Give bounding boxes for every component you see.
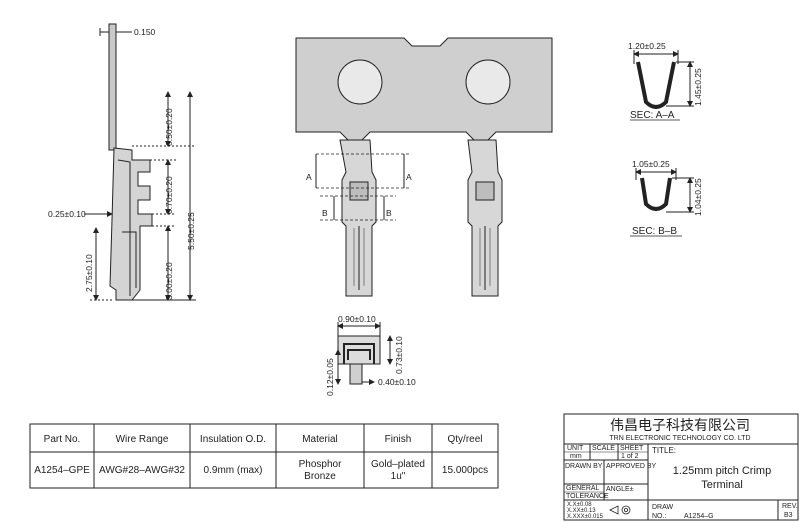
header-finish: Finish (385, 434, 412, 445)
cell-part-no: A1254–GPE (34, 465, 90, 476)
end-view (335, 322, 393, 385)
spec-table-row: A1254–GPE AWG#28–AWG#32 0.9mm (max) Phos… (34, 459, 488, 482)
dim-d4: 3.00±0.20 (164, 262, 174, 300)
title-label: TITLE: (652, 446, 676, 455)
general-label: GENERAL (566, 485, 600, 492)
dim-end-bottom-width: 0.40±0.10 (378, 377, 416, 387)
section-marker-b-left: B (322, 208, 328, 218)
section-a-label: SEC: A–A (630, 110, 675, 121)
section-a-view (630, 50, 694, 121)
cell-material-line1: Phosphor (299, 459, 342, 470)
cell-finish-line1: Gold–plated (371, 459, 425, 470)
section-marker-a-left: A (306, 172, 312, 182)
tol-1: X.X±0.08 (567, 502, 592, 508)
approved-by-label: APPROVED BY (606, 463, 657, 470)
section-marker-a-right: A (406, 172, 412, 182)
header-insulation-od: Insulation O.D. (200, 434, 266, 445)
dim-sec-b-height: 1.04±0.25 (693, 178, 703, 216)
tolerance-label: TOLERANCE (566, 493, 609, 500)
tol-3: X.XXX±0.015 (567, 514, 604, 520)
title-line-2: Terminal (701, 479, 743, 491)
section-marker-b-right: B (386, 208, 392, 218)
section-b-view (630, 168, 694, 237)
dim-sec-b-width: 1.05±0.25 (632, 159, 670, 169)
dim-d3: 5.50±0.25 (186, 212, 196, 250)
dim-sec-a-width: 1.20±0.25 (628, 41, 666, 51)
dim-sec-a-height: 1.45±0.25 (693, 68, 703, 106)
cell-wire-range: AWG#28–AWG#32 (99, 465, 185, 476)
no-label: NO.: (652, 513, 666, 520)
dim-end-left-offset: 0.12±0.05 (325, 358, 335, 396)
cell-material-line2: Bronze (304, 471, 336, 482)
spec-table-header: Part No. Wire Range Insulation O.D. Mate… (44, 434, 483, 445)
side-view (84, 23, 196, 301)
rev-value: B3 (784, 512, 793, 519)
company-name-en: TRN ELECTRONIC TECHNOLOGY CO. LTD (609, 435, 750, 442)
header-part-no: Part No. (44, 434, 81, 445)
dim-d1: 0.50±0.20 (164, 108, 174, 146)
dim-d5: 0.25±0.10 (48, 209, 86, 219)
projection-symbol-icon (609, 505, 631, 515)
spec-table (29, 423, 499, 489)
cell-qty-reel: 15.000pcs (442, 465, 488, 476)
scale-label: SCALE (592, 445, 615, 452)
drawn-by-label: DRAWN BY (565, 463, 603, 470)
cell-finish-line2: 1u" (391, 471, 406, 482)
title-block (563, 413, 799, 521)
dim-thickness: 0.150 (134, 27, 156, 37)
title-line-1: 1.25mm pitch Crimp (673, 465, 771, 477)
header-wire-range: Wire Range (116, 434, 169, 445)
section-b-label: SEC: B–B (632, 226, 677, 237)
draw-label: DRAW (652, 504, 674, 511)
cell-insulation-od: 0.9mm (max) (204, 465, 263, 476)
draw-no-value: A1254–G (684, 513, 714, 520)
unit-label: UNIT (567, 445, 584, 452)
unit-value: mm (570, 453, 582, 460)
company-name-cn: 伟昌电子科技有限公司 (610, 417, 750, 433)
sheet-label: SHEET (620, 445, 644, 452)
dim-end-height: 0.73±0.10 (394, 336, 404, 374)
header-qty-reel: Qty/reel (447, 434, 482, 445)
dim-end-top-width: 0.90±0.10 (338, 314, 376, 324)
header-material: Material (302, 434, 338, 445)
dim-d2: 0.70±0.20 (164, 176, 174, 214)
angle-label: ANGLE± (606, 486, 634, 493)
sheet-value: 1 of 2 (621, 453, 639, 460)
dim-d6: 2.75±0.10 (84, 254, 94, 292)
tol-2: X.XX±0.13 (567, 508, 596, 514)
front-view (295, 37, 553, 297)
rev-label: REV. (782, 503, 798, 510)
